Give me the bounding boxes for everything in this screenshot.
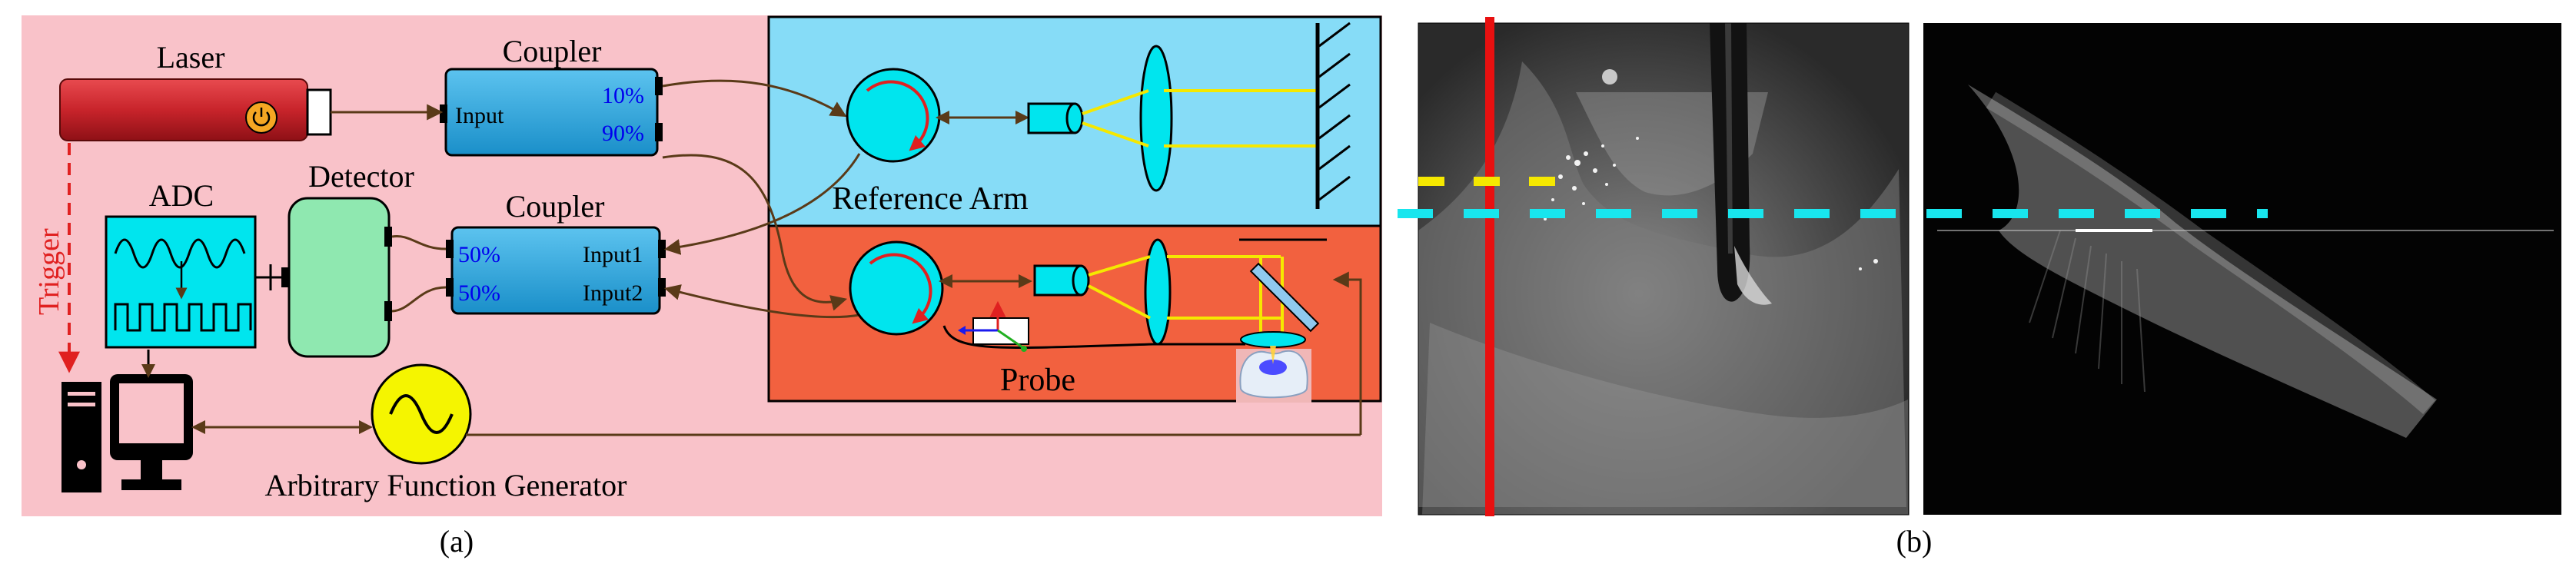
probe-optics: Probe <box>849 238 1327 403</box>
coupler-bottom-body <box>450 226 661 315</box>
coupler-top: Coupler Input 10% 90% <box>440 34 663 157</box>
coupler-top-label: Coupler <box>503 34 602 68</box>
laser-label: Laser <box>157 40 225 75</box>
connectors <box>191 79 1362 436</box>
power-icon <box>245 101 278 134</box>
panel-a-caption: (a) <box>440 524 474 559</box>
oct-image-left <box>1418 17 1910 516</box>
panel-b-caption: (b) <box>1896 524 1933 559</box>
lens-ref <box>1139 45 1173 192</box>
computer-icon <box>61 350 193 492</box>
coupler-bottom-port-1: Input1 <box>583 242 643 267</box>
coupler-bottom-ratio-2: 50% <box>458 280 500 306</box>
detector: Detector <box>281 159 414 358</box>
trigger: Trigger <box>33 143 80 373</box>
sine-icon <box>389 394 454 434</box>
coupler-bottom-ratio-1: 50% <box>458 242 500 267</box>
panel-b: (b) <box>1398 17 2561 559</box>
coupler-bottom: Coupler 50% 50% Input1 Input2 <box>446 189 666 315</box>
tooth-icon <box>1236 346 1311 403</box>
axes-icon <box>958 300 1029 352</box>
coupler-bottom-label: Coupler <box>506 189 605 224</box>
adc-label: ADC <box>149 178 214 213</box>
reference-arm-optics: Reference Arm <box>832 22 1351 217</box>
probe-label: Probe <box>1000 363 1075 398</box>
function-generator: Arbitrary Function Generator <box>265 363 627 502</box>
detector-label: Detector <box>308 159 414 194</box>
detector-body <box>288 197 391 358</box>
afg-label: Arbitrary Function Generator <box>265 468 627 502</box>
panel-a: Laser Coupler Input 10% 90% Coupler 50% … <box>22 15 1382 559</box>
adc-digital-wave <box>114 303 252 332</box>
oct-image-right <box>1923 23 2561 515</box>
coupler-top-ratio-2: 90% <box>602 121 644 146</box>
adc-analog-wave <box>114 238 246 269</box>
trigger-label: Trigger <box>33 228 65 315</box>
galvo-mirror <box>1249 262 1320 333</box>
coupler-bottom-port-2: Input2 <box>583 280 643 306</box>
adc: ADC <box>105 178 281 349</box>
objective-lens <box>1240 331 1306 348</box>
collimator-ref <box>1027 102 1076 134</box>
laser-aperture <box>306 88 332 136</box>
coupler-top-ratio-1: 10% <box>602 83 644 108</box>
laser: Laser <box>59 40 332 141</box>
coupler-top-input: Input <box>455 103 504 128</box>
reference-arm-label: Reference Arm <box>832 181 1029 217</box>
